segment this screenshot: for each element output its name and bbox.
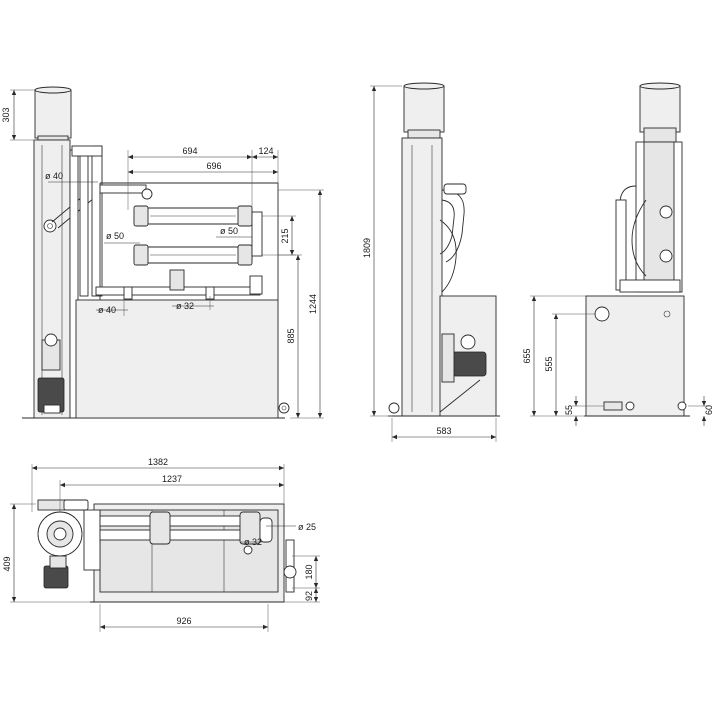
dim-60: 60 xyxy=(704,405,714,415)
dim-1382: 1382 xyxy=(148,457,168,467)
rear-tank xyxy=(585,295,685,417)
dim-dia32-front: ø 32 xyxy=(176,301,194,311)
front-tank xyxy=(75,299,279,419)
side-view-right: 655 555 55 60 xyxy=(522,82,714,426)
top-view: 1382 1237 409 ø 25 ø 32 180 92 926 xyxy=(2,457,320,632)
rear-top-canister xyxy=(639,85,681,133)
dim-1237: 1237 xyxy=(162,474,182,484)
dim-555: 555 xyxy=(544,356,554,371)
side-column xyxy=(401,137,443,417)
front-view: 303 694 124 696 ø 40 ø 50 ø 50 215 885 1… xyxy=(1,86,324,419)
dim-215: 215 xyxy=(280,228,290,243)
dim-55: 55 xyxy=(564,405,574,415)
dim-303: 303 xyxy=(1,107,11,122)
dim-180: 180 xyxy=(304,564,314,579)
top-pump xyxy=(43,565,69,589)
front-valve xyxy=(43,219,57,233)
dim-dia32-top: ø 32 xyxy=(244,537,262,547)
dim-dia25: ø 25 xyxy=(298,522,316,532)
front-column xyxy=(33,139,71,419)
dim-dia50-right: ø 50 xyxy=(220,226,238,236)
dim-885: 885 xyxy=(286,328,296,343)
side-pump xyxy=(451,351,487,377)
dim-1244: 1244 xyxy=(308,294,318,314)
dim-583: 583 xyxy=(436,426,451,436)
side-top-canister xyxy=(403,85,445,133)
front-top-canister xyxy=(34,89,72,139)
dim-dia40-bottom: ø 40 xyxy=(98,305,116,315)
dim-655: 655 xyxy=(522,348,532,363)
dim-92: 92 xyxy=(304,591,314,601)
dim-124: 124 xyxy=(258,146,273,156)
dim-1809: 1809 xyxy=(362,238,372,258)
dim-926: 926 xyxy=(176,616,191,626)
dim-694: 694 xyxy=(182,146,197,156)
dim-409: 409 xyxy=(2,556,12,571)
dim-dia50-left: ø 50 xyxy=(106,231,124,241)
dim-696: 696 xyxy=(206,161,221,171)
side-view-left: 1809 583 xyxy=(362,82,500,442)
dim-dia40-top: ø 40 xyxy=(45,171,63,181)
